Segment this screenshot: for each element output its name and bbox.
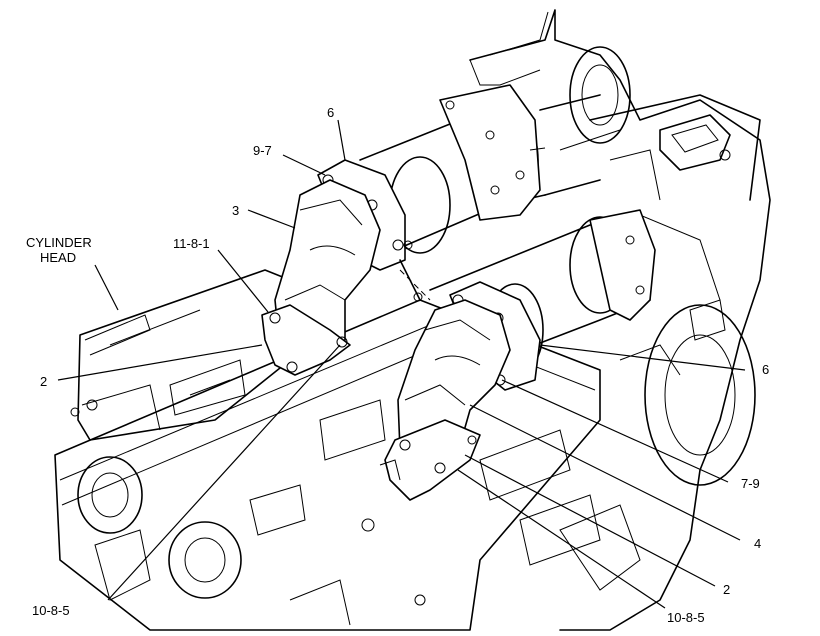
leader-lines [57, 119, 746, 609]
lower-base-flange [379, 419, 481, 501]
callout-labels: 6 9-7 3 CYLINDER HEAD 11-8-1 2 6 7-9 4 2… [26, 105, 769, 625]
engine-block [54, 299, 601, 631]
callout-4: 4 [754, 536, 761, 551]
callout-9-7: 9-7 [253, 143, 272, 158]
callout-2-upper: 2 [40, 374, 47, 389]
callout-cylinder: CYLINDER [26, 235, 92, 250]
callout-2-lower: 2 [723, 582, 730, 597]
turbo-housing [469, 9, 771, 631]
callout-6-upper: 6 [327, 105, 334, 120]
callout-3: 3 [232, 203, 239, 218]
callout-6-lower: 6 [762, 362, 769, 377]
callout-10-8-5-left: 10-8-5 [32, 603, 70, 618]
callout-11-8-1: 11-8-1 [173, 236, 210, 251]
lower-exhaust-pipe [399, 209, 656, 377]
cylinder-head [70, 269, 291, 441]
callout-7-9: 7-9 [741, 476, 760, 491]
callout-10-8-5-right: 10-8-5 [667, 610, 705, 625]
callout-head: HEAD [40, 250, 76, 265]
